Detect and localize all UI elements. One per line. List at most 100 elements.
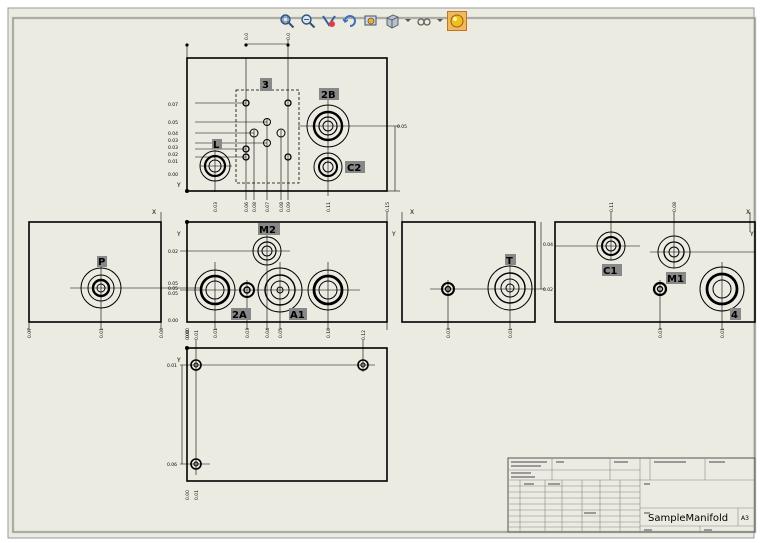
svg-text:0.00: 0.00 bbox=[185, 490, 191, 500]
svg-text:0.03: 0.03 bbox=[168, 145, 178, 151]
svg-text:0.01: 0.01 bbox=[168, 159, 178, 165]
svg-text:0.05: 0.05 bbox=[168, 281, 178, 287]
previous-view-icon bbox=[322, 15, 336, 27]
right-view[interactable] bbox=[401, 212, 545, 330]
svg-text:0.0: 0.0 bbox=[286, 33, 292, 40]
svg-text:0.00: 0.00 bbox=[168, 318, 178, 324]
svg-text:0.10: 0.10 bbox=[326, 328, 332, 338]
sheet-background bbox=[7, 7, 755, 539]
axis-y-bottom: Y bbox=[176, 357, 181, 364]
apply-scene-button[interactable] bbox=[447, 11, 467, 31]
label-3: 3 bbox=[262, 80, 269, 91]
svg-text:0.03: 0.03 bbox=[168, 138, 178, 144]
zoom-to-fit-icon bbox=[280, 14, 295, 29]
port-labels: 3 2B C2 L M2 2A A1 P T C1 M1 4 bbox=[97, 78, 741, 321]
svg-text:0.06: 0.06 bbox=[244, 202, 250, 212]
svg-text:0.03: 0.03 bbox=[245, 328, 251, 338]
axis-y-far: Y bbox=[749, 231, 754, 238]
display-style-button[interactable] bbox=[383, 12, 401, 30]
svg-text:0.07: 0.07 bbox=[265, 202, 271, 212]
svg-text:0.02: 0.02 bbox=[543, 287, 553, 293]
top-view[interactable] bbox=[185, 40, 400, 200]
svg-text:0.05: 0.05 bbox=[168, 291, 178, 297]
axis-x-right: X bbox=[410, 209, 414, 216]
label-l: L bbox=[213, 140, 220, 151]
chevron-down-icon bbox=[437, 19, 443, 22]
axis-y-right: Y bbox=[391, 231, 396, 238]
label-m2: M2 bbox=[259, 225, 276, 236]
svg-text:0.07: 0.07 bbox=[27, 328, 33, 338]
hide-show-items-button[interactable] bbox=[362, 12, 380, 30]
svg-text:0.07: 0.07 bbox=[168, 102, 178, 108]
svg-text:0.05: 0.05 bbox=[397, 124, 407, 130]
display-style-dropdown[interactable] bbox=[404, 12, 412, 30]
label-a1: A1 bbox=[290, 310, 305, 321]
svg-text:0.00: 0.00 bbox=[185, 330, 191, 340]
svg-text:0.04: 0.04 bbox=[543, 242, 553, 248]
label-p: P bbox=[98, 257, 105, 268]
top-view-outline bbox=[186, 57, 388, 192]
svg-text:0.01: 0.01 bbox=[194, 490, 200, 500]
far-right-view[interactable] bbox=[554, 212, 756, 330]
view-settings-icon bbox=[417, 18, 431, 26]
zoom-to-area-button[interactable] bbox=[299, 12, 317, 30]
axis-indicators: Y Y X Y X X Y Y bbox=[152, 182, 754, 364]
svg-text:0.01: 0.01 bbox=[194, 330, 200, 340]
svg-text:0.0: 0.0 bbox=[244, 33, 250, 40]
heads-up-view-toolbar bbox=[278, 10, 467, 32]
right-view-outline bbox=[401, 221, 536, 323]
svg-text:0.05: 0.05 bbox=[168, 120, 178, 126]
svg-text:0.08: 0.08 bbox=[279, 202, 285, 212]
zoom-to-area-icon bbox=[301, 14, 316, 29]
far-right-view-outline bbox=[554, 221, 756, 323]
svg-text:0.01: 0.01 bbox=[99, 328, 105, 338]
title-block[interactable] bbox=[507, 457, 756, 533]
svg-text:0.06: 0.06 bbox=[167, 462, 177, 468]
label-2b: 2B bbox=[321, 90, 336, 101]
title-block-fine-print bbox=[511, 461, 725, 531]
axis-y-top: Y bbox=[176, 182, 181, 189]
view-settings-button[interactable] bbox=[415, 12, 433, 30]
svg-text:0.02: 0.02 bbox=[168, 249, 178, 255]
label-4: 4 bbox=[731, 310, 738, 321]
svg-text:0.01: 0.01 bbox=[167, 363, 177, 369]
svg-text:0.01: 0.01 bbox=[213, 328, 219, 338]
zoom-to-fit-button[interactable] bbox=[278, 12, 296, 30]
label-m1: M1 bbox=[667, 274, 684, 285]
sheet-size: A3 bbox=[741, 515, 749, 522]
svg-text:0.03: 0.03 bbox=[446, 328, 452, 338]
rotate-view-button[interactable] bbox=[341, 12, 359, 30]
view-settings-dropdown[interactable] bbox=[436, 12, 444, 30]
svg-text:0.05: 0.05 bbox=[278, 328, 284, 338]
svg-text:0.04: 0.04 bbox=[265, 328, 271, 338]
label-c2: C2 bbox=[347, 163, 361, 174]
chevron-down-icon bbox=[405, 19, 411, 22]
svg-text:0.00: 0.00 bbox=[185, 328, 191, 338]
display-style-icon bbox=[386, 14, 399, 29]
svg-text:0.08: 0.08 bbox=[252, 202, 258, 212]
label-2a: 2A bbox=[232, 310, 247, 321]
svg-text:0.03: 0.03 bbox=[213, 202, 219, 212]
svg-text:0.09: 0.09 bbox=[286, 202, 292, 212]
axis-y-front: Y bbox=[176, 231, 181, 238]
svg-text:0.08: 0.08 bbox=[672, 202, 678, 212]
label-t: T bbox=[506, 256, 513, 267]
previous-view-button[interactable] bbox=[320, 12, 338, 30]
left-view[interactable] bbox=[28, 212, 200, 332]
appearance-icon bbox=[450, 14, 464, 28]
rotate-view-icon bbox=[342, 15, 356, 27]
hide-show-items-icon bbox=[364, 15, 377, 26]
label-c1: C1 bbox=[603, 266, 617, 277]
svg-text:0.15: 0.15 bbox=[385, 202, 391, 212]
part-name: SampleManifold bbox=[648, 513, 728, 524]
axis-x-far: X bbox=[746, 209, 750, 216]
bottom-view[interactable] bbox=[180, 340, 388, 482]
svg-text:0.11: 0.11 bbox=[326, 202, 332, 212]
bottom-view-outline bbox=[186, 347, 388, 482]
svg-text:0.05: 0.05 bbox=[168, 286, 178, 292]
svg-text:0.00: 0.00 bbox=[159, 328, 165, 338]
front-view[interactable] bbox=[180, 212, 388, 330]
svg-text:0.01: 0.01 bbox=[508, 328, 514, 338]
